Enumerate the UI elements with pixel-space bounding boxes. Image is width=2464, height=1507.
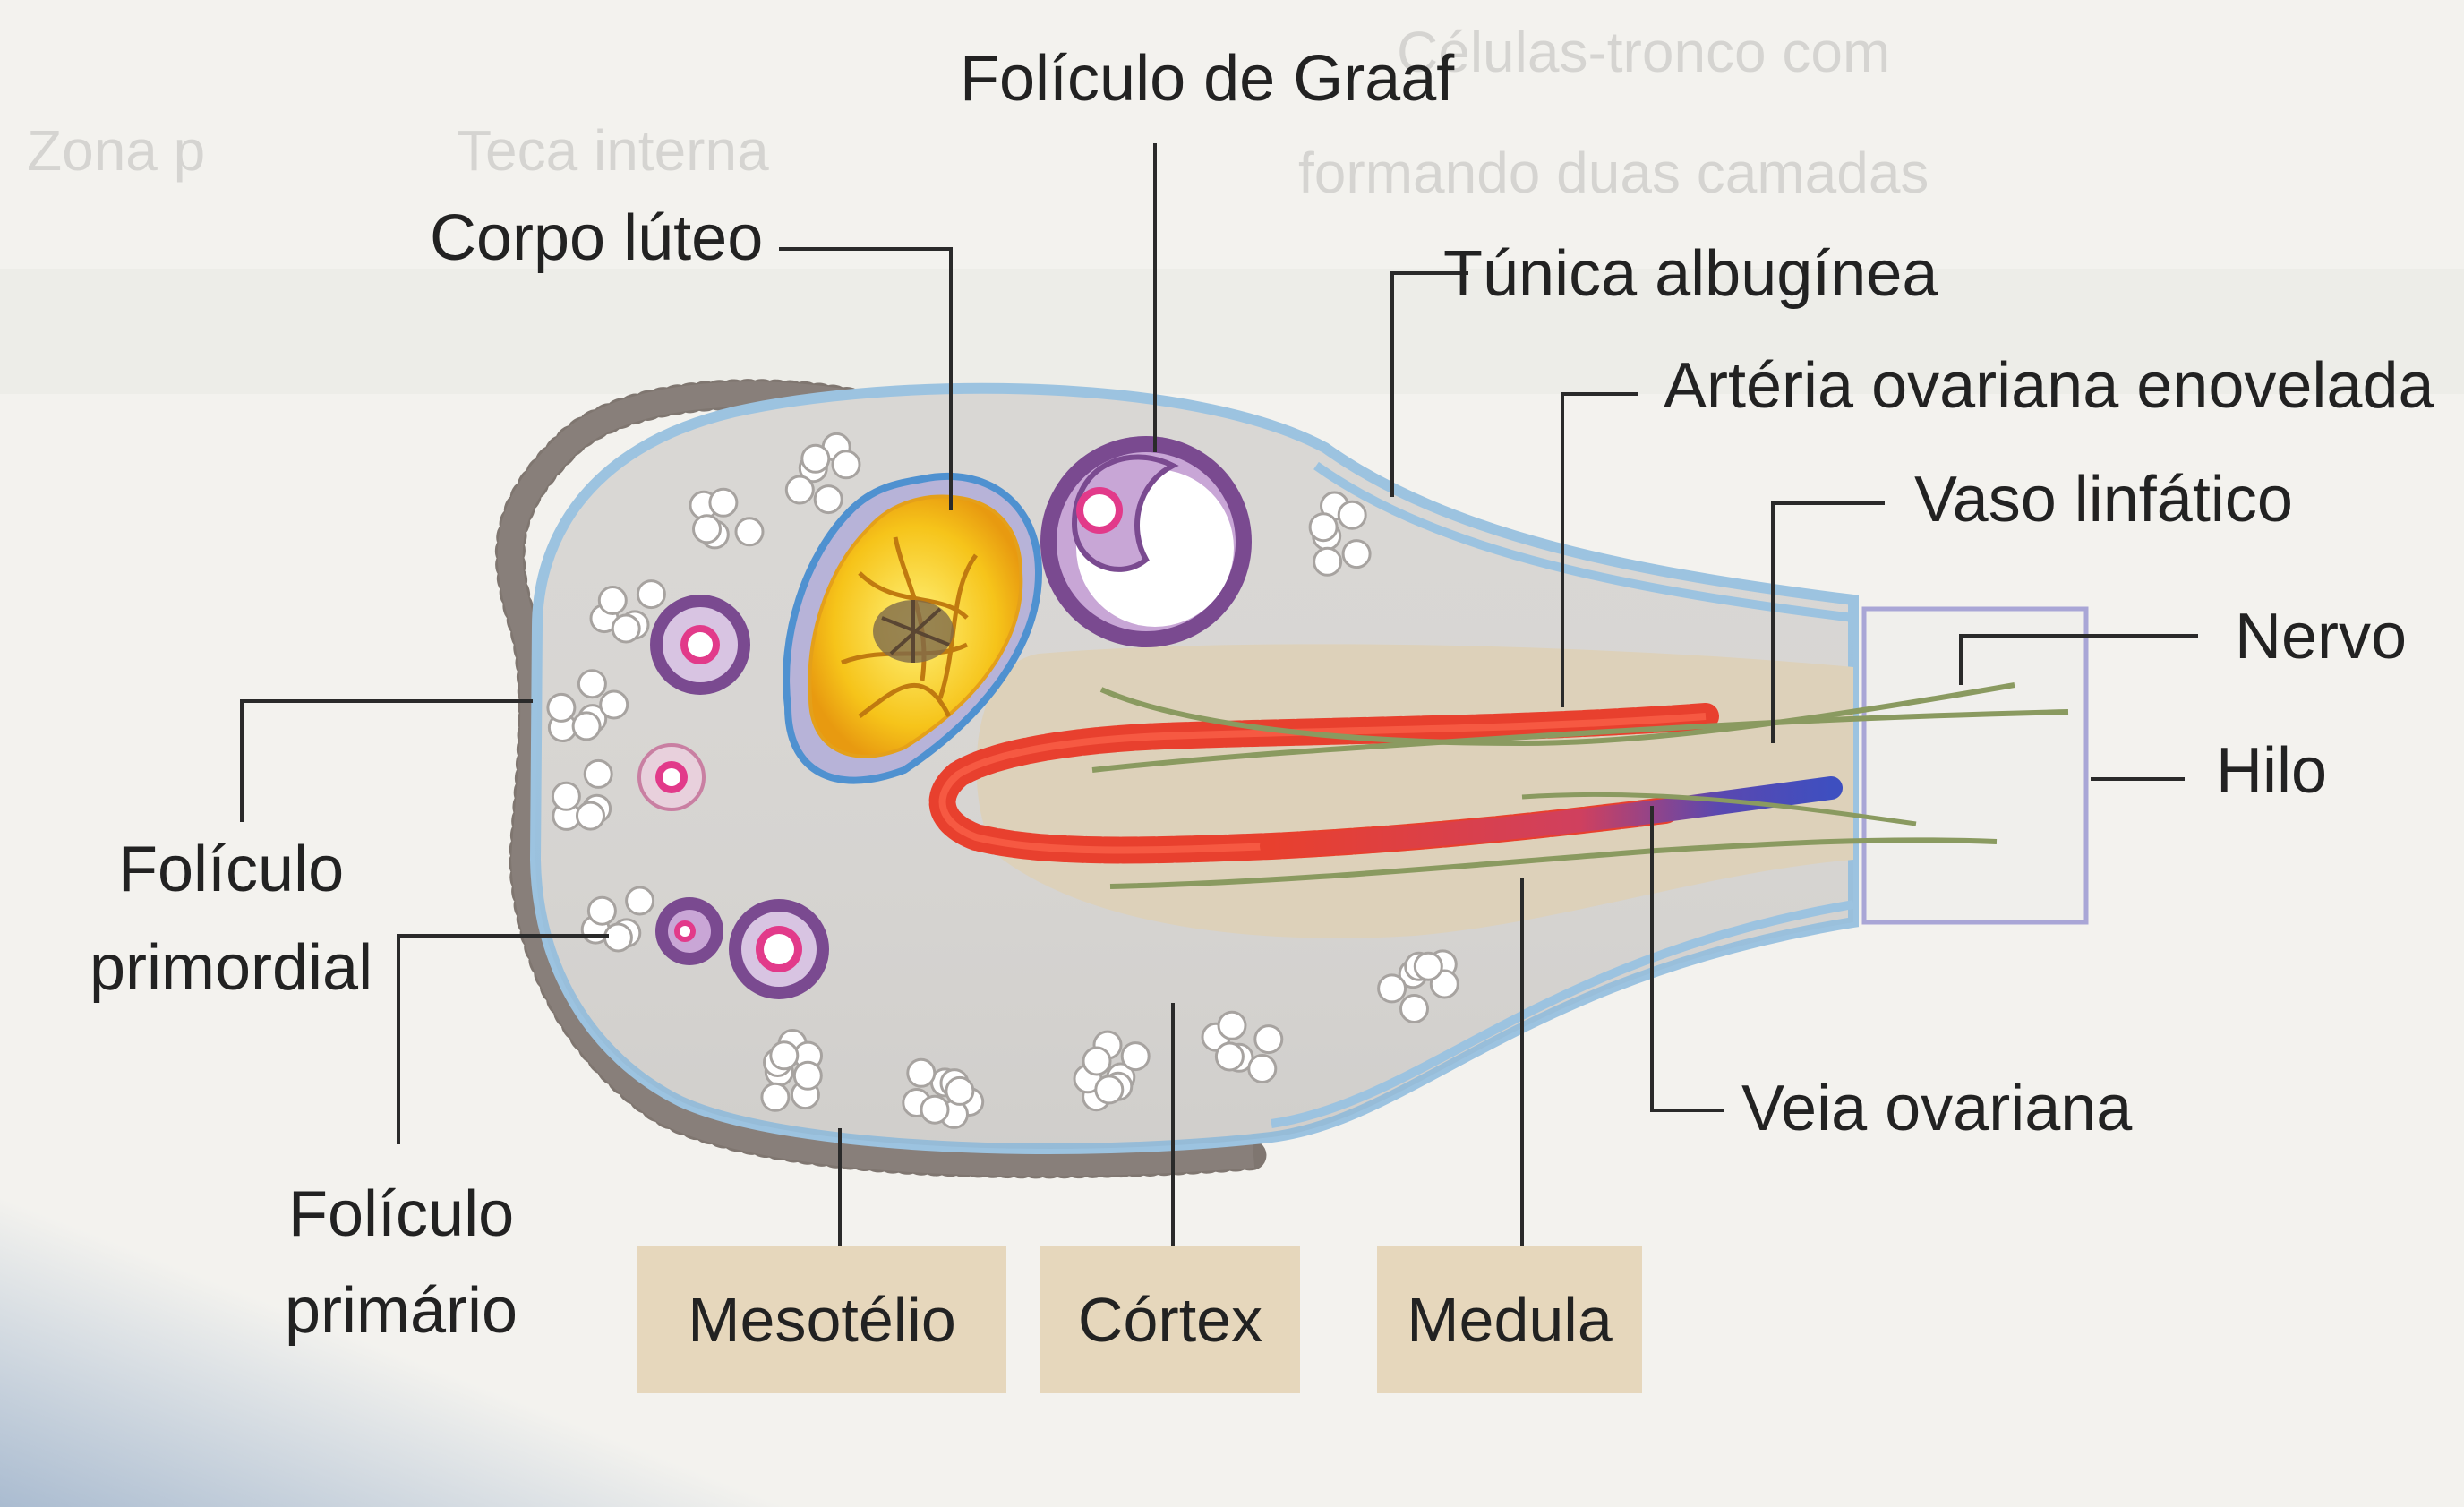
primordial-follicle — [920, 1094, 950, 1125]
primordial-follicle — [800, 443, 831, 474]
leader-lines — [240, 143, 2198, 1246]
primordial-follicle — [1413, 951, 1443, 981]
primordial-follicle — [1341, 539, 1372, 569]
primordial-follicle — [945, 1075, 975, 1106]
tunica-albuginea-line — [1313, 461, 1854, 622]
label-mesothelium: Mesotélio — [688, 1285, 956, 1355]
primary-follicles — [637, 595, 829, 999]
primordial-follicle — [546, 692, 577, 723]
primordial-follicle — [708, 487, 739, 518]
label-hilum: Hilo — [2216, 735, 2327, 807]
primordial-follicle — [1253, 1024, 1284, 1055]
graafian-follicle — [1040, 436, 1252, 647]
label-corpus-luteum: Corpo lúteo — [430, 202, 763, 274]
primordial-follicle — [1214, 1041, 1245, 1072]
primordial-follicle — [1313, 546, 1343, 577]
svg-text:Células-tronco com: Células-tronco com — [1397, 20, 1890, 84]
lymph-vessel — [1099, 682, 2015, 747]
primordial-follicle — [813, 484, 843, 515]
hilum-box — [1861, 606, 2089, 925]
labels: Folículo de Graaf Corpo lúteo Túnica alb… — [90, 43, 2435, 1347]
label-graafian-follicle: Folículo de Graaf — [960, 43, 1455, 115]
medulla-box — [1377, 1246, 1642, 1393]
primordial-follicle — [625, 886, 655, 916]
label-primordial-follicle-line2: primordial — [90, 932, 372, 1004]
label-primordial-follicle-line1: Folículo — [118, 834, 344, 905]
label-tunica-albuginea: Túnica albugínea — [1443, 238, 1938, 310]
bleed-band — [0, 269, 2464, 394]
primordial-follicle — [1399, 994, 1429, 1023]
corpus-luteum — [783, 472, 1043, 784]
mesothelium-rim — [494, 379, 1269, 1179]
nerve — [1109, 837, 1998, 889]
primordial-follicle — [599, 689, 629, 720]
label-ovarian-artery: Artéria ovariana enovelada — [1664, 350, 2435, 422]
primordial-follicle — [784, 475, 815, 505]
primordial-follicle — [1094, 1075, 1125, 1105]
primordial-follicle — [1082, 1046, 1112, 1076]
vein — [1260, 776, 1843, 858]
primordial-follicle — [1120, 1041, 1151, 1072]
label-ovarian-vein: Veia ovariana — [1741, 1073, 2133, 1144]
bleed-through-text: Células-tronco com Teca interna formando… — [27, 20, 1929, 205]
primordial-follicle — [792, 1060, 823, 1091]
primordial-follicle — [1337, 500, 1367, 530]
primordial-follicle — [1308, 512, 1339, 543]
primordial-follicle — [734, 517, 765, 547]
primordial-follicle — [571, 711, 602, 741]
primordial-follicle — [583, 758, 613, 789]
svg-text:Teca interna: Teca interna — [457, 118, 769, 183]
mesothelium-box — [637, 1246, 1006, 1393]
svg-text:formando duas camadas: formando duas camadas — [1298, 141, 1929, 205]
label-lymph-vessel: Vaso linfático — [1914, 464, 2293, 535]
primordial-follicle — [906, 1057, 937, 1088]
primordial-follicle — [551, 781, 581, 811]
cortex-box — [1040, 1246, 1300, 1393]
label-primary-follicle-line1: Folículo — [288, 1178, 514, 1250]
primordial-follicle — [831, 450, 861, 480]
primordial-follicle — [692, 514, 722, 544]
primordial-follicle — [1377, 973, 1407, 1004]
label-primary-follicle-line2: primário — [285, 1275, 518, 1347]
primordial-follicle — [576, 801, 605, 831]
primordial-follicles — [546, 432, 1459, 1129]
primordial-follicle — [597, 586, 628, 615]
primordial-follicle — [1217, 1010, 1247, 1040]
svg-text:Zona p: Zona p — [27, 118, 205, 183]
primordial-follicle — [1247, 1054, 1278, 1083]
primordial-follicle — [577, 669, 607, 699]
primordial-follicle — [760, 1082, 791, 1112]
region-boxes: Mesotélio Córtex Medula — [637, 1246, 1642, 1393]
primordial-follicle — [636, 579, 666, 610]
primordial-follicle — [586, 895, 617, 926]
label-nerve: Nervo — [2235, 601, 2407, 672]
label-medulla: Medula — [1407, 1285, 1613, 1355]
primordial-follicle — [769, 1040, 800, 1071]
primordial-follicle — [611, 613, 641, 644]
label-cortex: Córtex — [1078, 1285, 1262, 1355]
